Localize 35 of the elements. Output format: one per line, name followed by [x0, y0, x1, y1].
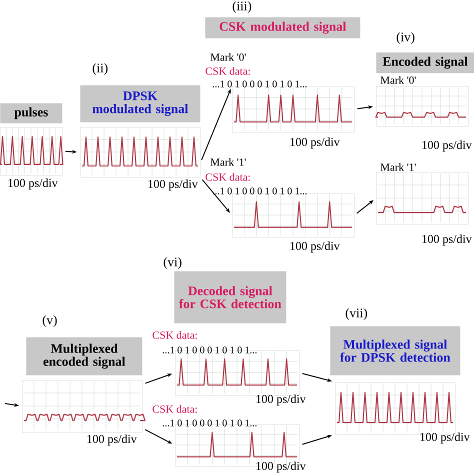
- bit-sequence: ...1 0 1 0 0 0 1 0 1 0 1...: [212, 188, 307, 194]
- bit-sequence: ...1 0 1 0 0 0 1 0 1 0 1...: [212, 80, 307, 88]
- heading-box: Multiplexed encoded signal: [26, 337, 142, 376]
- scale-label: 100 ps/div: [422, 234, 472, 246]
- mark-label: Mark '1': [210, 158, 246, 166]
- data-label: CSK data:: [206, 67, 250, 75]
- scale-label: 100 ps/div: [290, 138, 340, 148]
- scale-label: 100 ps/div: [256, 462, 306, 472]
- heading-box: DPSK modulated signal: [80, 85, 200, 122]
- heading-box: CSK modulated signal: [205, 17, 360, 38]
- data-label: CSK data:: [206, 173, 250, 181]
- scale-label: 100 ps/div: [422, 140, 472, 152]
- stage-number: (iv): [396, 32, 414, 44]
- stage-number: (vii): [346, 308, 368, 320]
- stage-number: (iii): [232, 1, 252, 13]
- heading-box: Encoded signal: [376, 52, 474, 74]
- scale-label: 100 ps/div: [290, 242, 340, 252]
- data-label: CSK data:: [152, 331, 197, 339]
- mark-label: Mark '1': [380, 163, 416, 171]
- heading-box: Multiplexed signal for DPSK detection: [330, 326, 460, 376]
- stage-number: (v): [42, 315, 57, 327]
- mark-label: Mark '0': [210, 53, 246, 61]
- scale-label: 100 ps/div: [88, 434, 137, 446]
- data-label: CSK data:: [152, 405, 197, 413]
- stage-number: (ii): [92, 63, 108, 75]
- stage-number: (vi): [164, 257, 182, 269]
- heading-box: Decoded signal for CSK detection: [174, 271, 286, 324]
- mark-label: Mark '0': [380, 76, 416, 84]
- bit-sequence: ...1 0 1 0 0 0 1 0 1 0 1...: [162, 346, 257, 354]
- scale-label: 100 ps/div: [8, 178, 58, 190]
- scale-label: 100 ps/div: [148, 180, 198, 190]
- bit-sequence: ...1 0 1 0 0 0 1 0 1 0 1...: [162, 420, 257, 426]
- heading-box: pulses: [0, 103, 62, 124]
- scale-label: 100 ps/div: [256, 394, 306, 406]
- scale-label: 100 ps/div: [420, 432, 470, 444]
